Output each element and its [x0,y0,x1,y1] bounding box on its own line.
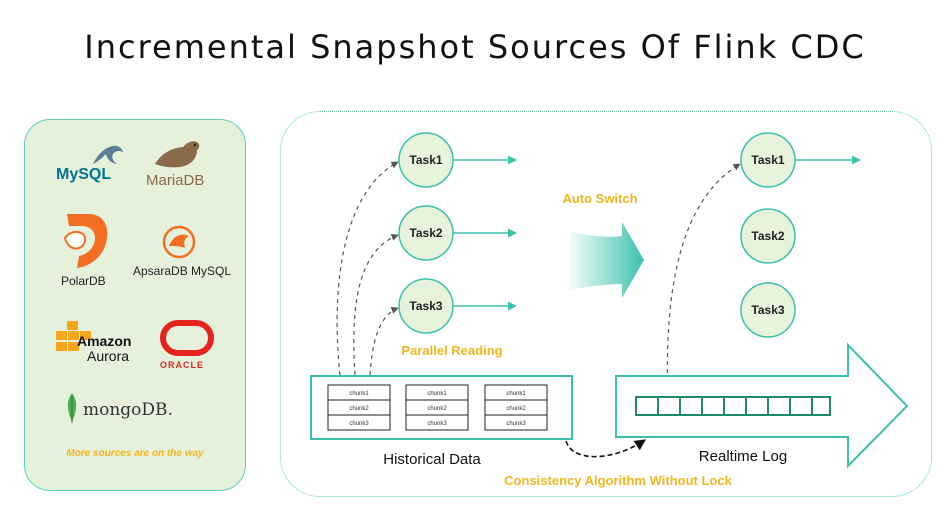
svg-text:chunk1: chunk1 [506,391,526,397]
right-task-2: Task2 [740,208,796,264]
auto-switch-label: Auto Switch [562,191,637,206]
right-task-1: Task1 [740,132,796,188]
mariadb-logo-text: MariaDB [146,172,205,189]
main-panel [280,111,932,497]
log-curve-task1 [666,163,741,398]
amazon-logo-text: Amazon [77,333,132,349]
mariadb-seal-icon [155,141,200,168]
chunk-group-2: chunk1 chunk2 chunk3 [405,384,469,431]
mysql-logo-text: MySQL [56,166,112,183]
svg-text:chunk1: chunk1 [427,391,447,397]
read-curve-task2 [353,234,399,376]
amazon-cubes-icon [56,321,91,351]
more-sources-note: More sources are on the way [66,448,204,459]
read-curve-task1 [336,161,399,376]
svg-text:Task3: Task3 [409,299,442,313]
polardb-logo-text: PolarDB [61,274,106,288]
auto-switch-arrow [570,222,644,298]
svg-text:Task1: Task1 [409,153,442,167]
polardb-bear-icon [63,214,108,268]
svg-text:chunk2: chunk2 [506,406,526,412]
read-curve-task3 [369,307,399,376]
mongodb-logo-text: mongoDB. [83,400,173,420]
chunk-group-1: chunk1 chunk2 chunk3 [327,384,391,431]
log-cells [635,396,831,416]
svg-text:chunk3: chunk3 [427,421,447,427]
svg-text:Task1: Task1 [751,153,784,167]
consistency-label: Consistency Algorithm Without Lock [504,473,732,488]
svg-text:Task2: Task2 [409,226,442,240]
mysql-dolphin-icon [93,145,123,164]
svg-text:chunk3: chunk3 [506,421,526,427]
left-task-2: Task2 [398,205,454,261]
mongodb-leaf-icon [67,393,77,423]
oracle-logo-text: ORACLE [160,360,204,370]
aurora-logo-text: Aurora [87,348,130,364]
left-task-3: Task3 [398,278,454,334]
right-task-3: Task3 [740,282,796,338]
consistency-curve [565,439,646,458]
svg-text:Task3: Task3 [751,303,784,317]
chunk-group-3: chunk1 chunk2 chunk3 [484,384,548,431]
svg-text:chunk3: chunk3 [349,421,369,427]
page-title: Incremental Snapshot Sources Of Flink CD… [84,28,866,66]
svg-text:chunk2: chunk2 [427,406,447,412]
historical-data-label: Historical Data [383,451,481,468]
apsaradb-logo-text: ApsaraDB MySQL [133,264,232,278]
left-task-1: Task1 [398,132,454,188]
oracle-ring-icon [160,320,214,356]
svg-text:chunk1: chunk1 [349,391,369,397]
svg-text:chunk2: chunk2 [349,406,369,412]
svg-text:Task2: Task2 [751,229,784,243]
apsaradb-dolphin-icon [162,225,196,259]
realtime-log-label: Realtime Log [699,448,787,465]
parallel-reading-label: Parallel Reading [401,343,502,358]
sources-panel: MySQL MariaDB PolarDB ApsaraDB MySQL Ama… [24,119,246,491]
